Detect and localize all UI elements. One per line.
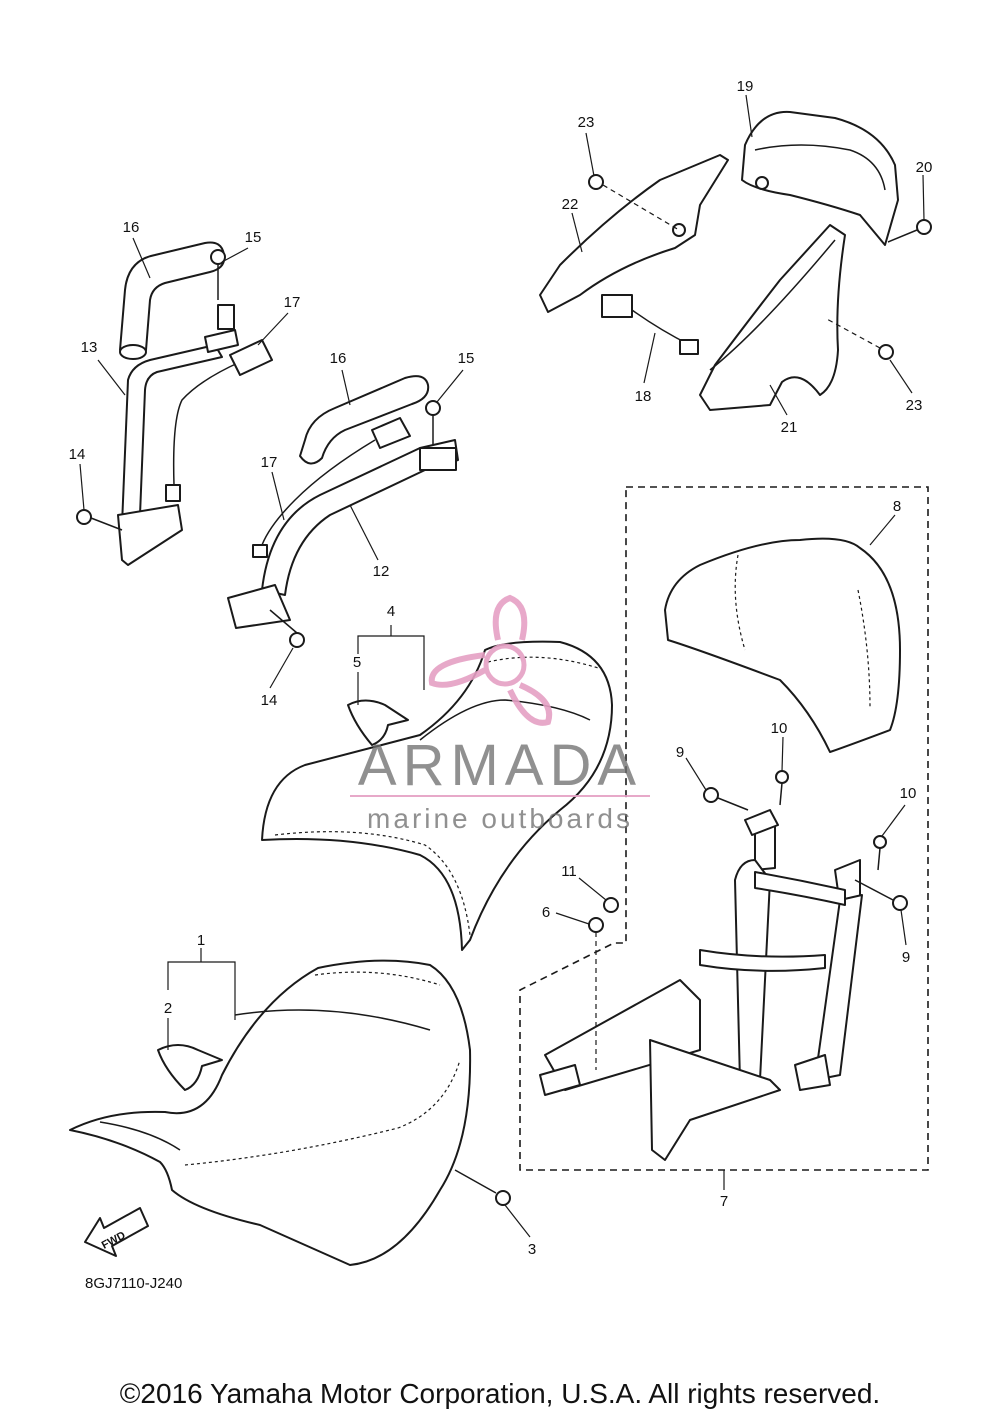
group-box-7 [519, 486, 929, 1171]
cover-21 [699, 224, 846, 411]
callout-9: 9 [902, 949, 910, 966]
harness-18 [601, 294, 699, 355]
cover-19 [741, 110, 899, 246]
callout-7: 7 [720, 1193, 728, 1210]
callout-22: 22 [562, 196, 579, 213]
cover-22 [539, 154, 729, 313]
bolt-14b [269, 609, 305, 648]
fwd-arrow-icon: FWD [84, 1207, 149, 1257]
watermark: ARMADA marine outboards [350, 594, 650, 834]
seat-1 [69, 959, 472, 1266]
callout-10: 10 [771, 720, 788, 737]
copyright-notice: ©2016 Yamaha Motor Corporation, U.S.A. A… [120, 1378, 880, 1409]
callout-15: 15 [458, 350, 475, 367]
bolt-14a [76, 509, 123, 531]
callout-14: 14 [69, 446, 86, 463]
leader-lines [79, 94, 925, 1238]
callout-4: 4 [387, 603, 395, 620]
callout-12: 12 [373, 563, 390, 580]
callout-14: 14 [261, 692, 278, 709]
callout-21: 21 [781, 419, 798, 436]
watermark-tagline: marine outboards [367, 803, 633, 834]
bolt-3 [454, 1169, 511, 1206]
callout-16: 16 [330, 350, 347, 367]
bolt-15a [210, 249, 226, 300]
callout-1: 1 [197, 932, 205, 949]
callout-3: 3 [528, 1241, 536, 1258]
bolts-20-23 [588, 174, 932, 360]
callout-23: 23 [906, 397, 923, 414]
callout-15: 15 [245, 229, 262, 246]
patch-5 [347, 699, 409, 746]
callout-20: 20 [916, 159, 933, 176]
callout-8: 8 [893, 498, 901, 515]
callout-9: 9 [676, 744, 684, 761]
patch-2 [157, 1044, 223, 1091]
callout-2: 2 [164, 1000, 172, 1017]
callout-16: 16 [123, 219, 140, 236]
bolts-6-9-10-11 [588, 770, 908, 1070]
propeller-logo-icon [428, 594, 553, 726]
callout-10: 10 [900, 785, 917, 802]
callout-6: 6 [542, 904, 550, 921]
backrest-frame [539, 809, 863, 1161]
callout-23: 23 [578, 114, 595, 131]
callout-17: 17 [261, 454, 278, 471]
wire-17b [252, 417, 411, 558]
backrest-8 [664, 537, 901, 753]
callout-5: 5 [353, 654, 361, 671]
watermark-brand: ARMADA [358, 733, 642, 798]
callout-13: 13 [81, 339, 98, 356]
bolt-15b [425, 400, 441, 445]
grab-bar-13 [117, 304, 239, 566]
drawing-code: 8GJ7110-J240 [85, 1275, 182, 1292]
wire-17a [165, 339, 273, 502]
grip-16b [299, 375, 430, 465]
callout-17: 17 [284, 294, 301, 311]
grab-bar-12 [227, 439, 459, 629]
callout-11: 11 [561, 863, 577, 880]
callout-19: 19 [737, 78, 754, 95]
callout-18: 18 [635, 388, 652, 405]
